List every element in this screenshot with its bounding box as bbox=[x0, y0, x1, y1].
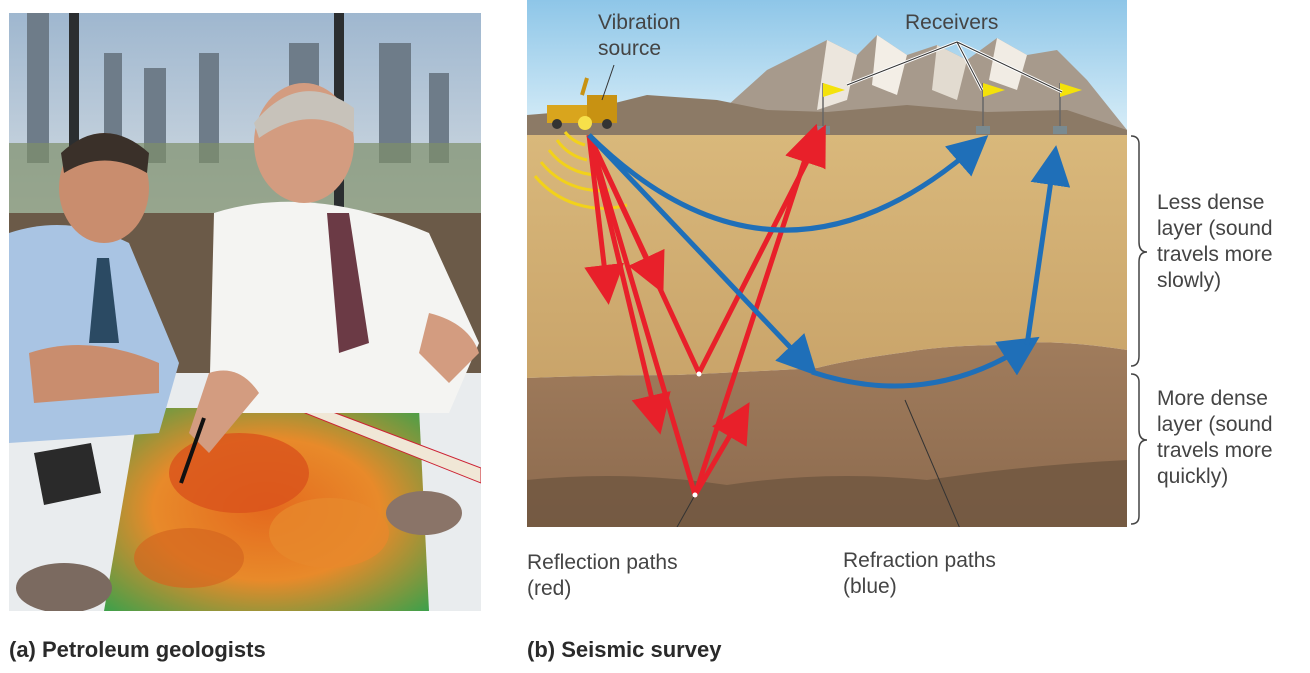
person-left bbox=[9, 133, 179, 443]
label-less-dense-layer: Less dense layer (sound travels more slo… bbox=[1157, 191, 1273, 292]
layer-brackets bbox=[1130, 135, 1148, 525]
person-right bbox=[179, 83, 479, 484]
seismic-survey-diagram bbox=[527, 0, 1127, 546]
rock-sample bbox=[386, 491, 462, 535]
source-leader-line bbox=[601, 64, 615, 101]
label-reflection-paths: Reflection paths (red) bbox=[527, 551, 678, 600]
photo-illustration bbox=[9, 13, 482, 613]
cross-section bbox=[527, 0, 1127, 546]
label-refraction-paths: Refraction paths (blue) bbox=[843, 549, 996, 598]
refraction-paths bbox=[587, 133, 1071, 389]
label-receivers: Receivers bbox=[905, 11, 999, 34]
pointer-pen bbox=[179, 417, 206, 484]
caption-a: (a) Petroleum geologists bbox=[9, 637, 266, 662]
refraction-leader-line bbox=[904, 399, 968, 546]
receiver-2 bbox=[976, 83, 1005, 134]
photo-petroleum-geologists bbox=[9, 13, 482, 613]
label-more-dense-layer: More dense layer (sound travels more qui… bbox=[1157, 387, 1273, 488]
less-dense-layer bbox=[527, 135, 1127, 378]
rock-sample-2 bbox=[16, 563, 112, 613]
source-point bbox=[578, 116, 592, 130]
label-vibration-source: Vibration source bbox=[598, 11, 681, 60]
mountains bbox=[527, 35, 1127, 135]
calculator bbox=[34, 443, 101, 505]
deep-layer bbox=[527, 460, 1127, 527]
caption-b: (b) Seismic survey bbox=[527, 637, 722, 662]
